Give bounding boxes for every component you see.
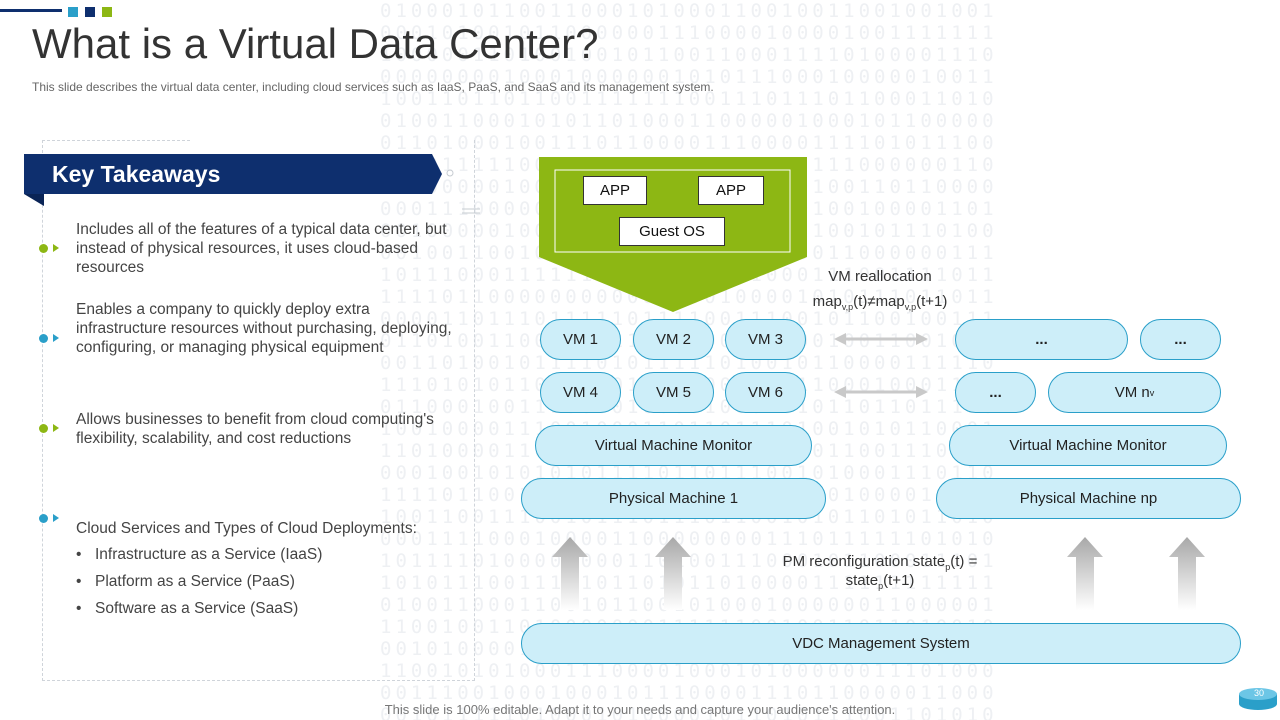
app-box-1: APP <box>583 176 647 205</box>
page-number: 30 <box>1253 688 1264 698</box>
banner-arrow <box>432 154 442 194</box>
accent-square-green <box>102 7 112 17</box>
vmm-node-right: Virtual Machine Monitor <box>949 425 1227 466</box>
service-item-paas: Platform as a Service (PaaS) <box>95 573 295 590</box>
bullet-arrow-blue <box>53 334 59 342</box>
vm-node-ellipsis: ... <box>1140 319 1221 360</box>
page-title: What is a Virtual Data Center? <box>32 20 599 67</box>
vm-node: VM 2 <box>633 319 714 360</box>
physical-machine-node: Physical Machine 1 <box>521 478 826 519</box>
app-box-2: APP <box>698 176 764 205</box>
vm-node: VM 1 <box>540 319 621 360</box>
banner-fold <box>24 194 44 206</box>
vm-node-ellipsis: ... <box>955 319 1128 360</box>
vm-node: VM 3 <box>725 319 806 360</box>
service-item-iaas: Infrastructure as a Service (IaaS) <box>95 546 323 563</box>
connector-decoration <box>446 169 480 214</box>
takeaway-item-2: Enables a company to quickly deploy extr… <box>76 301 452 356</box>
bullet-dot-green <box>39 424 48 433</box>
pm-reconfiguration-line2: statep(t+1) <box>845 572 915 591</box>
vm-node: VM 4 <box>540 372 621 413</box>
takeaways-panel <box>42 140 475 681</box>
physical-machine-node: Physical Machine np <box>936 478 1241 519</box>
vm-node: VM 5 <box>633 372 714 413</box>
vm-node-ellipsis: ... <box>955 372 1036 413</box>
vm-node: VM 6 <box>725 372 806 413</box>
reallocation-arrows <box>834 333 928 398</box>
pm-reconfiguration-line1: PM reconfiguration statep(t) = <box>782 553 978 572</box>
bullet-arrow-green <box>53 424 59 432</box>
vm-reallocation-title: VM reallocation <box>828 268 932 285</box>
header-accent-line <box>0 9 62 12</box>
upward-arrows <box>552 537 1205 610</box>
takeaway-item-3: Allows businesses to benefit from cloud … <box>76 411 434 447</box>
bullet-arrow-blue <box>53 514 59 522</box>
footer-note: This slide is 100% editable. Adapt it to… <box>384 702 896 717</box>
takeaway-item-1: Includes all of the features of a typica… <box>76 221 447 276</box>
takeaways-heading: Key Takeaways <box>24 154 432 194</box>
guest-os-box: Guest OS <box>619 217 725 246</box>
service-bullet: • <box>76 546 82 563</box>
vm-reallocation-formula: mapv,p(t)≠mapv,p(t+1) <box>812 293 948 312</box>
page-number-badge <box>1239 688 1277 710</box>
binary-background: 0100010110011000101000110010011001001001… <box>380 0 998 720</box>
page-subtitle: This slide describes the virtual data ce… <box>32 80 714 94</box>
service-bullet: • <box>76 600 82 617</box>
bullet-arrow-green <box>53 244 59 252</box>
service-item-saas: Software as a Service (SaaS) <box>95 600 299 617</box>
vmm-node-left: Virtual Machine Monitor <box>535 425 812 466</box>
bullet-dot-blue <box>39 514 48 523</box>
bullet-dot-blue <box>39 334 48 343</box>
bullet-dot-green <box>39 244 48 253</box>
vdc-management-system-node: VDC Management System <box>521 623 1241 664</box>
accent-square-blue <box>68 7 78 17</box>
accent-square-navy <box>85 7 95 17</box>
takeaway-item-4: Cloud Services and Types of Cloud Deploy… <box>76 520 417 537</box>
takeaways-panel-top-border <box>42 140 190 141</box>
service-bullet: • <box>76 573 82 590</box>
